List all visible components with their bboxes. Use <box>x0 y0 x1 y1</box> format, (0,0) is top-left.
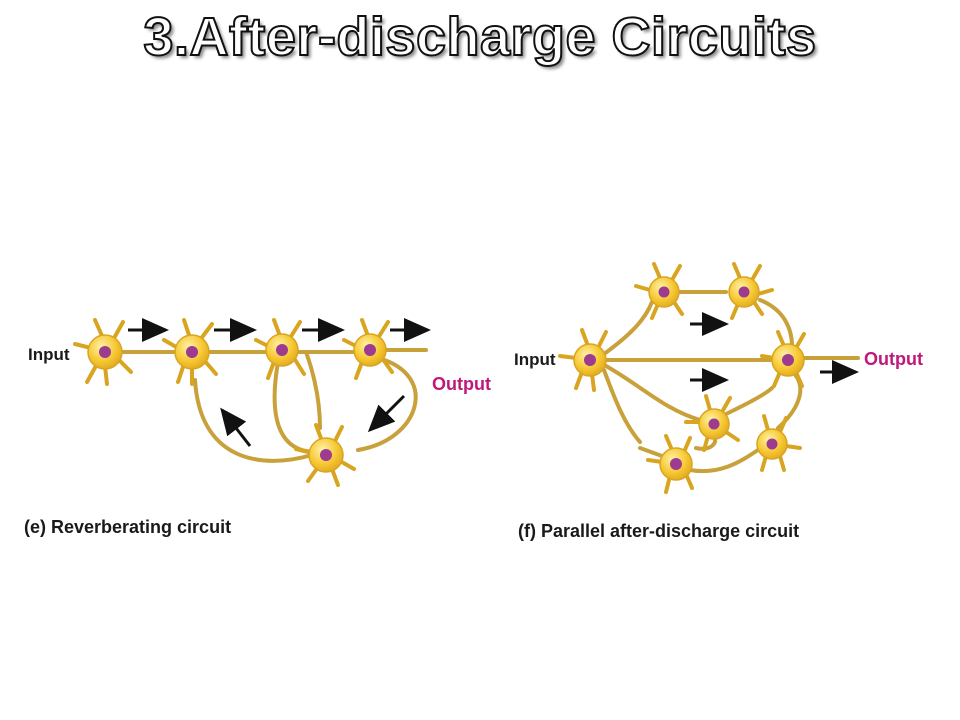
neuron <box>728 262 774 320</box>
caption-parallel: (f) Parallel after-discharge circuit <box>518 521 799 541</box>
neuron <box>760 330 806 388</box>
output-label: Output <box>864 349 923 369</box>
signal-arrows <box>690 312 859 392</box>
axon <box>688 448 760 474</box>
neuron <box>558 328 608 392</box>
axon <box>356 356 418 452</box>
neuron <box>254 318 306 380</box>
neuron <box>756 414 802 472</box>
panel-parallel: Input Output (f) Parallel after-discharg… <box>514 262 923 541</box>
axon <box>602 300 654 356</box>
arrow-icon <box>367 394 406 433</box>
neuron <box>294 423 356 487</box>
neuron <box>684 394 740 452</box>
caption-reverberating: (e) Reverberating circuit <box>24 517 231 537</box>
axon <box>758 298 794 348</box>
neuron <box>646 434 694 494</box>
axon <box>638 446 664 458</box>
input-label: Input <box>28 345 70 364</box>
neuron <box>342 318 394 380</box>
neuron <box>73 318 133 386</box>
slide-title: 3.After-discharge Circuits <box>142 6 817 68</box>
axon <box>304 350 322 430</box>
signal-arrows <box>128 318 431 447</box>
axon <box>272 360 318 454</box>
axon <box>776 374 803 430</box>
axon <box>724 386 774 416</box>
panel-reverberating: Input Output (e) Reverberating circuit <box>24 318 491 537</box>
axon <box>193 378 314 463</box>
axon <box>604 364 702 422</box>
output-label: Output <box>432 374 491 394</box>
input-label: Input <box>514 350 556 369</box>
neuron <box>634 262 684 320</box>
arrow-icon <box>220 407 252 447</box>
neuron <box>162 318 218 386</box>
axon <box>602 368 642 444</box>
